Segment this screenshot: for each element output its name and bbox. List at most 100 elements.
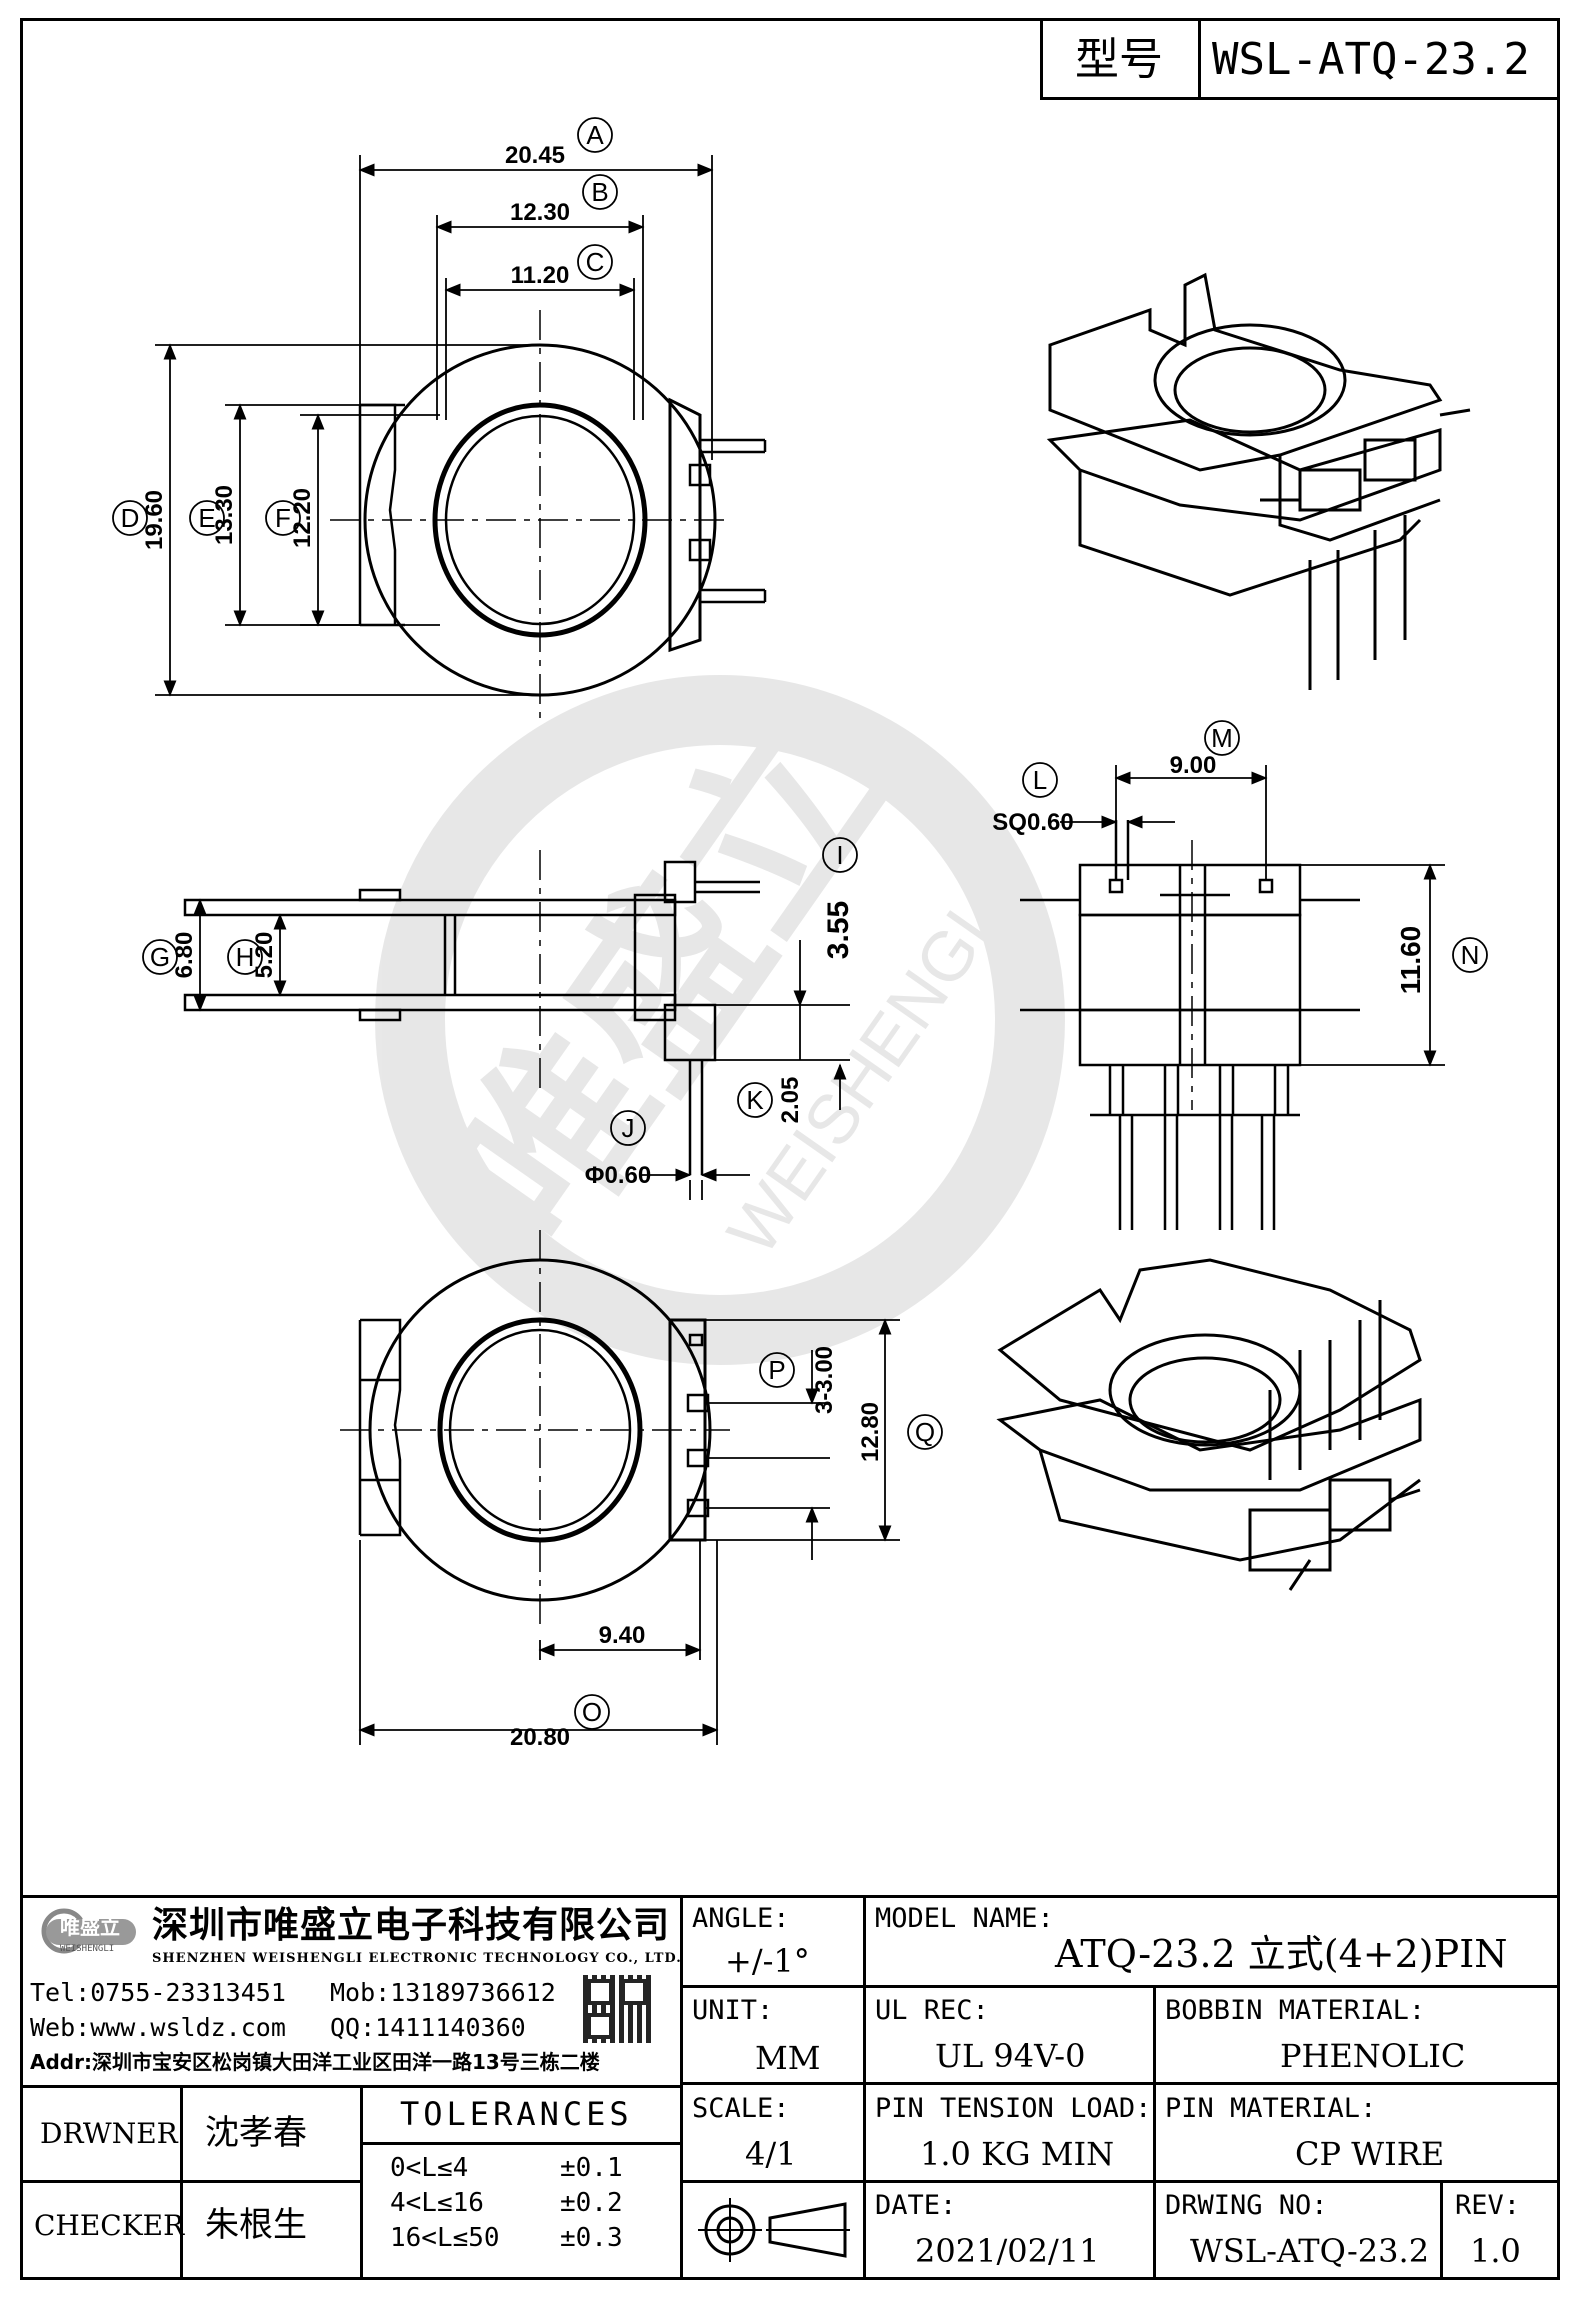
- company-tel: Tel:0755-23313451: [30, 1978, 286, 2007]
- tol-value-2: ±0.2: [560, 2188, 623, 2218]
- tb-company-bottom: [20, 2085, 680, 2088]
- pin-tension-label: PIN TENSION LOAD:: [875, 2093, 1152, 2124]
- front-view: [183, 850, 760, 1175]
- company-name-en: SHENZHEN WEISHENGLI ELECTRONIC TECHNOLOG…: [152, 1951, 682, 1966]
- rev-label: REV:: [1455, 2190, 1521, 2221]
- dim-value-E: 13.30: [211, 485, 238, 545]
- dim-value-L: SQ0.60: [992, 809, 1073, 836]
- drawer-value: 沈孝春: [205, 2113, 307, 2153]
- dim-value-A: 20.45: [505, 142, 565, 169]
- callout-letter-F: F: [275, 503, 291, 533]
- dimension-values: 20.45 12.30 11.20 19.60 13.30 12.20 6.80…: [141, 142, 1426, 1751]
- dim-value-Q: 12.80: [857, 1402, 884, 1462]
- company-logo: 唯盛立 WEISHENGLI: [38, 1905, 138, 1955]
- side-view: [1020, 820, 1360, 1230]
- tb-top-border: [20, 1895, 1560, 1898]
- dim-value-M: 9.00: [1170, 752, 1217, 779]
- callout-letter-K: K: [746, 1085, 764, 1115]
- scale-value: 4/1: [745, 2135, 797, 2173]
- callout-letter-I: I: [836, 840, 843, 870]
- ul-rec-value: UL 94V-0: [935, 2037, 1086, 2075]
- third-angle-projection-icon: [698, 2198, 850, 2262]
- tb-row1-bottom: [680, 1985, 1560, 1988]
- date-label: DATE:: [875, 2190, 957, 2221]
- angle-label: ANGLE:: [692, 1903, 790, 1934]
- callout-F: F: [265, 500, 301, 536]
- callout-M: M: [1204, 720, 1240, 756]
- callout-letter-G: G: [150, 942, 170, 972]
- company-web: Web:www.wsldz.com: [30, 2013, 286, 2042]
- tolerances-label: TOLERANCES: [400, 2095, 633, 2133]
- callout-letter-Q: Q: [915, 1417, 935, 1447]
- model-name-label: MODEL NAME:: [875, 1903, 1054, 1934]
- bobbin-material-label: BOBBIN MATERIAL:: [1165, 1995, 1426, 2026]
- callout-letter-M: M: [1211, 723, 1233, 753]
- callout-A: A: [577, 117, 613, 153]
- qr-code-icon: [583, 1975, 651, 2043]
- drawing-frame: [20, 18, 1560, 2280]
- callout-letter-B: B: [591, 177, 608, 207]
- callout-letter-C: C: [586, 247, 605, 277]
- callout-letter-O: O: [582, 1697, 602, 1727]
- bobbin-material-value: PHENOLIC: [1280, 2037, 1466, 2075]
- unit-label: UNIT:: [692, 1995, 774, 2026]
- isometric-view-bottom: [996, 1258, 1422, 1591]
- drawing-no-value: WSL-ATQ-23.2: [1190, 2232, 1430, 2270]
- unit-value: MM: [755, 2039, 821, 2077]
- tol-range-1: 0<L≤4: [390, 2153, 469, 2183]
- dim-value-J: Φ0.60: [585, 1162, 651, 1189]
- company-mob: Mob:13189736612: [330, 1978, 556, 2007]
- company-address: Addr:深圳市宝安区松岗镇大田洋工业区田洋一路13号三栋二楼: [30, 2050, 600, 2074]
- callout-letter-E: E: [198, 503, 215, 533]
- pin-material-value: CP WIRE: [1295, 2135, 1445, 2173]
- callout-E: E: [189, 500, 225, 536]
- tol-range-3: 16<L≤50: [390, 2223, 500, 2253]
- tb-v-1153: [1153, 1985, 1156, 2280]
- pin-tension-value: 1.0 KG MIN: [920, 2135, 1115, 2173]
- company-qq: QQ:1411140360: [330, 2013, 526, 2042]
- company-logo-icon: [41, 1908, 136, 1954]
- callout-H: H: [227, 939, 263, 975]
- callout-L: L: [1022, 762, 1058, 798]
- tol-value-1: ±0.1: [560, 2153, 623, 2183]
- scale-label: SCALE:: [692, 2093, 790, 2124]
- header-model-divider: [1198, 20, 1201, 98]
- front-view-dimensions: [185, 898, 850, 1200]
- dim-value-B: 12.30: [510, 199, 570, 226]
- dim-value-K: 2.05: [777, 1077, 804, 1124]
- watermark-ring: [375, 675, 1065, 1365]
- side-view-dimensions: [1060, 765, 1445, 1067]
- tol-range-2: 4<L≤16: [390, 2188, 484, 2218]
- drawing-no-label: DRWING NO:: [1165, 2190, 1328, 2221]
- projection-symbol-icon: [690, 2190, 855, 2270]
- callout-letter-J: J: [622, 1113, 635, 1143]
- tol-value-3: ±0.3: [560, 2223, 623, 2253]
- callout-letter-N: N: [1461, 940, 1480, 970]
- dimension-callouts: A B C D E F G H I J K L M N P Q O: [112, 117, 1488, 1730]
- tb-drawer-bottom: [20, 2180, 180, 2183]
- callout-P: P: [759, 1352, 795, 1388]
- tb-row3-bottom: [680, 2180, 1560, 2183]
- callout-letter-A: A: [586, 120, 604, 150]
- dim-value-N: 11.60: [1395, 926, 1426, 995]
- callout-D: D: [112, 500, 148, 536]
- model-name-value: ATQ-23.2 立式(4+2)PIN: [1055, 1932, 1508, 1976]
- callout-N: N: [1452, 937, 1488, 973]
- dim-value-H: 5.20: [251, 932, 278, 979]
- dim-value-P: 3-3.00: [811, 1346, 838, 1414]
- callout-Q: Q: [907, 1414, 943, 1450]
- technical-drawing: 唯盛立 WEISHENGLI: [112, 117, 1488, 1751]
- checker-label: CHECKER: [34, 2209, 185, 2242]
- tb-v-180: [180, 2085, 183, 2280]
- callout-letter-P: P: [768, 1355, 785, 1385]
- callout-O: O: [574, 1694, 610, 1730]
- angle-value: +/-1°: [725, 1942, 810, 1980]
- dim-value-O: 20.80: [510, 1724, 570, 1751]
- callout-J: J: [610, 1110, 646, 1146]
- tb-tol-header-bottom: [360, 2142, 680, 2145]
- logo-text: 唯盛立: [60, 1915, 120, 1939]
- drawer-label: DRWNER: [40, 2117, 178, 2150]
- watermark: 唯盛立 WEISHENGLI: [375, 675, 1065, 1365]
- dim-value-I: 3.55: [822, 901, 855, 959]
- callout-C: C: [577, 244, 613, 280]
